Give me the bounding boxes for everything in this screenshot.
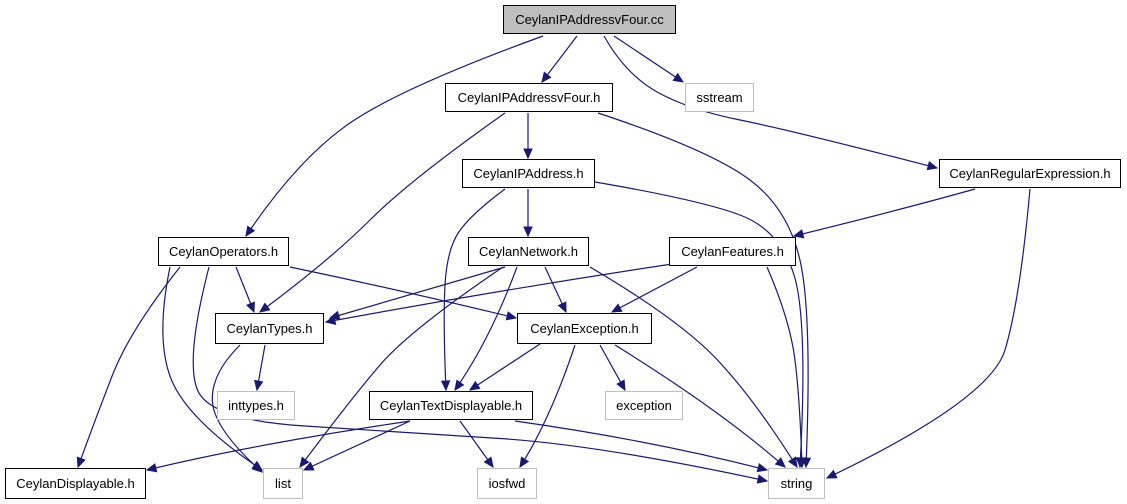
edge-root-operators bbox=[245, 35, 544, 237]
arrowhead-exception-exception bbox=[616, 379, 626, 392]
edge-operators-string bbox=[192, 266, 768, 482]
arrowhead-operators-string bbox=[756, 474, 769, 484]
arrowhead-root-regexp bbox=[926, 161, 939, 171]
node-sstream: sstream bbox=[685, 83, 754, 112]
edge-ipaddr-textdisp bbox=[443, 188, 506, 391]
node-textdisplayable-h[interactable]: CeylanTextDisplayable.h bbox=[369, 391, 533, 420]
arrowhead-types-list bbox=[251, 462, 263, 473]
edge-root-sstream bbox=[613, 35, 684, 83]
arrowhead-root-operators bbox=[245, 225, 256, 238]
arrowhead-root-ipv4h bbox=[541, 71, 552, 83]
node-inttypes-h: inttypes.h bbox=[217, 391, 295, 420]
arrowhead-features-exception bbox=[610, 303, 623, 313]
arrowhead-regexp-features bbox=[792, 229, 805, 239]
node-exception: exception bbox=[605, 391, 683, 420]
arrowhead-exception-iosfwd bbox=[519, 456, 530, 469]
edge-operators-list bbox=[162, 266, 263, 471]
arrowhead-ipaddr-network bbox=[523, 226, 533, 238]
arrowhead-types-inttypes bbox=[253, 379, 264, 392]
arrowhead-features-types bbox=[324, 315, 337, 325]
edge-network-textdisp bbox=[454, 266, 518, 391]
arrowhead-textdisp-list bbox=[302, 461, 315, 471]
edge-root-regexp bbox=[603, 35, 938, 169]
edge-root-ipv4h bbox=[541, 35, 578, 83]
arrowhead-network-textdisp bbox=[454, 379, 465, 392]
edge-types-list bbox=[211, 344, 263, 473]
edge-textdisp-displayable bbox=[146, 420, 411, 471]
edge-operators-displayable bbox=[77, 266, 181, 468]
edge-regexp-features bbox=[793, 188, 976, 237]
node-types-h[interactable]: CeylanTypes.h bbox=[215, 313, 324, 344]
arrowhead-network-exception bbox=[557, 301, 567, 314]
arrowhead-network-string bbox=[787, 456, 798, 469]
arrowhead-ipv4h-ipaddr bbox=[523, 148, 533, 160]
arrowhead-exception-string bbox=[774, 457, 786, 468]
node-root-file: CeylanIPAddressvFour.cc bbox=[503, 5, 676, 34]
edge-exception-textdisp bbox=[469, 343, 541, 391]
arrowhead-regexp-string bbox=[825, 469, 838, 479]
node-iosfwd: iosfwd bbox=[477, 468, 537, 499]
edge-ipv4h-string bbox=[597, 112, 809, 468]
edge-network-string bbox=[589, 266, 798, 468]
node-operators-h[interactable]: CeylanOperators.h bbox=[158, 237, 289, 266]
edge-textdisp-list bbox=[303, 420, 411, 471]
arrowhead-ipv4h-types bbox=[259, 302, 271, 313]
arrowhead-operators-exception bbox=[505, 311, 518, 321]
node-displayable-h[interactable]: CeylanDisplayable.h bbox=[5, 468, 146, 499]
edge-operators-exception bbox=[289, 266, 517, 319]
node-exception-h[interactable]: CeylanException.h bbox=[517, 313, 652, 344]
node-features-h[interactable]: CeylanFeatures.h bbox=[669, 237, 796, 266]
node-string: string bbox=[768, 468, 825, 499]
edge-textdisp-string bbox=[514, 420, 768, 471]
arrowhead-textdisp-displayable bbox=[145, 463, 158, 473]
arrowhead-exception-textdisp bbox=[468, 380, 481, 391]
node-ipaddress-h[interactable]: CeylanIPAddress.h bbox=[462, 159, 595, 188]
arrowhead-operators-types bbox=[246, 301, 255, 314]
node-regularexpression-h[interactable]: CeylanRegularExpression.h bbox=[939, 159, 1121, 188]
arrowhead-network-list bbox=[299, 456, 310, 468]
edge-exception-string bbox=[614, 344, 786, 468]
edge-regexp-string bbox=[826, 188, 1031, 479]
arrowhead-root-sstream bbox=[672, 72, 685, 83]
arrowhead-textdisp-string bbox=[756, 463, 769, 473]
node-list: list bbox=[263, 468, 303, 499]
edge-features-types bbox=[325, 263, 673, 323]
arrowhead-textdisp-iosfwd bbox=[483, 456, 494, 469]
edge-exception-iosfwd bbox=[519, 344, 576, 468]
arrowhead-operators-displayable bbox=[76, 456, 86, 469]
edge-features-exception bbox=[611, 266, 698, 313]
node-network-h[interactable]: CeylanNetwork.h bbox=[468, 237, 589, 266]
edge-network-list bbox=[299, 266, 504, 468]
edge-features-string bbox=[766, 266, 803, 468]
edge-network-types bbox=[329, 266, 506, 319]
arrowhead-features-string bbox=[796, 457, 807, 469]
node-ipaddressvfour-h[interactable]: CeylanIPAddressvFour.h bbox=[445, 83, 613, 112]
edge-ipv4h-types bbox=[259, 112, 506, 313]
arrowhead-ipaddr-textdisp bbox=[440, 380, 451, 392]
